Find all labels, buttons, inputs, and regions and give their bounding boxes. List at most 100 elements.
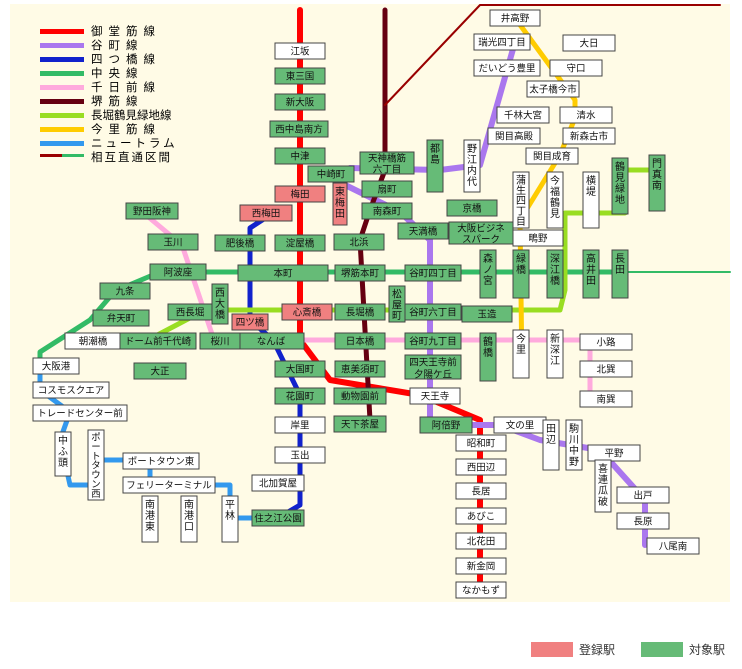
legend-swatch-midosuji xyxy=(40,29,84,34)
legend-swatch-sennichimae xyxy=(40,85,84,90)
station-label: 新大阪 xyxy=(286,97,315,109)
station-66: 井高野 xyxy=(489,9,541,27)
station-box xyxy=(455,532,507,550)
legend-swatch-newtram xyxy=(40,141,84,146)
station-23: 西田辺 xyxy=(455,458,507,476)
station-9: 肥後橋 xyxy=(214,234,266,252)
station-78: 高井田 xyxy=(582,249,600,299)
station-box xyxy=(147,233,199,251)
station-label: 住之江公園 xyxy=(254,513,302,525)
station-label: 高井田 xyxy=(586,252,596,287)
station-51: 出戸 xyxy=(616,486,670,504)
station-box xyxy=(611,249,629,299)
station-41: 谷町九丁目 xyxy=(404,332,462,350)
station-36: 谷町四丁目 xyxy=(404,264,462,282)
station-box xyxy=(455,434,507,452)
station-label: 北巽 xyxy=(596,365,615,376)
station-49: 平野 xyxy=(587,444,641,462)
station-46: 文の里 xyxy=(493,416,547,434)
station-box xyxy=(562,127,616,145)
station-label: 門真南 xyxy=(652,158,662,192)
station-label: 関目高殿 xyxy=(495,131,534,143)
legend-label-sennichimae: 千日前線 xyxy=(91,80,161,94)
station-29: 天神橋筋六丁目 xyxy=(359,151,415,176)
station-44: 天下茶屋 xyxy=(333,415,387,433)
station-label: 深江橋 xyxy=(550,253,560,287)
station-93: 大阪港 xyxy=(32,357,80,375)
station-box xyxy=(496,106,550,124)
station-label: 動物園前 xyxy=(341,391,379,403)
station-label: 中ふ頭 xyxy=(58,434,68,469)
station-80: 玉造 xyxy=(461,305,513,323)
legend-swatch-sakaisuji xyxy=(40,99,84,104)
station-10: 本町 xyxy=(237,264,329,282)
station-box xyxy=(333,387,387,405)
key-registered-label: 登録駅 xyxy=(579,643,616,657)
legend-swatch-through-green xyxy=(62,154,84,157)
station-label: 大正 xyxy=(150,366,170,378)
station-label: 小路 xyxy=(596,337,616,349)
station-label: コスモスクエア xyxy=(38,386,105,397)
station-box xyxy=(274,67,326,85)
station-label: 清水 xyxy=(576,110,596,122)
station-label: 新金岡 xyxy=(467,561,496,573)
station-box xyxy=(479,332,497,382)
station-label: 北花田 xyxy=(467,536,496,548)
station-box xyxy=(546,171,564,229)
station-71: 今福鶴見 xyxy=(546,171,564,229)
station-90: 九条 xyxy=(99,282,151,300)
station-label: 長堀橋 xyxy=(346,307,375,319)
station-82: 今里 xyxy=(512,329,530,379)
station-box xyxy=(149,263,207,281)
station-label: 扇町 xyxy=(377,184,397,196)
station-87: 野田阪神 xyxy=(125,202,179,220)
legend: 御堂筋線 谷町線 四つ橋線 中央線 千日前線 堺筋線 長堀鶴見緑地線 今里筋線 … xyxy=(40,24,175,164)
station-27: 新金岡 xyxy=(455,557,507,575)
station-81: 鶴橋 xyxy=(479,332,497,382)
station-19: 住之江公園 xyxy=(251,509,305,527)
station-104: フェリーターミナル xyxy=(122,476,216,494)
station-box xyxy=(489,9,541,27)
station-box xyxy=(269,120,329,138)
station-label: 喜連瓜破 xyxy=(598,462,608,508)
station-box xyxy=(333,415,387,433)
station-box xyxy=(334,303,386,321)
station-label: 野江内代 xyxy=(467,143,477,188)
station-20: 動物園前 xyxy=(333,387,387,405)
station-box xyxy=(92,309,150,327)
station-label: 朝潮橋 xyxy=(79,336,108,348)
station-62: 新森古市 xyxy=(562,127,616,145)
station-label: 西田辺 xyxy=(467,463,496,474)
line-chuo xyxy=(37,269,621,372)
station-box xyxy=(455,581,507,599)
legend-label-chuo: 中央線 xyxy=(91,66,144,80)
station-label: 鶴見緑地 xyxy=(615,160,625,206)
station-label: 関目成育 xyxy=(533,151,571,163)
station-box xyxy=(404,303,462,321)
station-label: 大阪ビジネスパーク xyxy=(457,223,505,246)
station-box xyxy=(361,202,413,220)
station-label: 西中島南方 xyxy=(275,124,323,136)
station-18: 北加賀屋 xyxy=(251,474,305,492)
station-box xyxy=(419,416,473,434)
station-68: 大阪ビジネスパーク xyxy=(448,221,514,246)
legend-label-imazatosuji: 今里筋線 xyxy=(91,122,161,136)
station-box xyxy=(274,93,326,111)
station-22: 昭和町 xyxy=(455,434,507,452)
station-box xyxy=(32,381,110,399)
station-38: 長堀橋 xyxy=(334,303,386,321)
station-6: 西梅田 xyxy=(239,204,293,222)
station-box xyxy=(579,360,633,378)
station-box xyxy=(251,474,305,492)
station-box xyxy=(409,387,461,405)
station-label: 江坂 xyxy=(290,47,310,58)
station-98: 大正 xyxy=(133,362,187,380)
station-label: ポートタウン東 xyxy=(128,456,195,468)
station-box xyxy=(32,357,80,375)
station-label: 中津 xyxy=(290,151,310,163)
station-box xyxy=(32,404,128,422)
stations: 江坂東三国新大阪西中島南方中津梅田西梅田東梅田淀屋橋肥後橋本町心斎橋四ツ橋なんば… xyxy=(32,9,700,599)
station-box xyxy=(133,362,187,380)
station-label: 横堤 xyxy=(586,174,596,198)
